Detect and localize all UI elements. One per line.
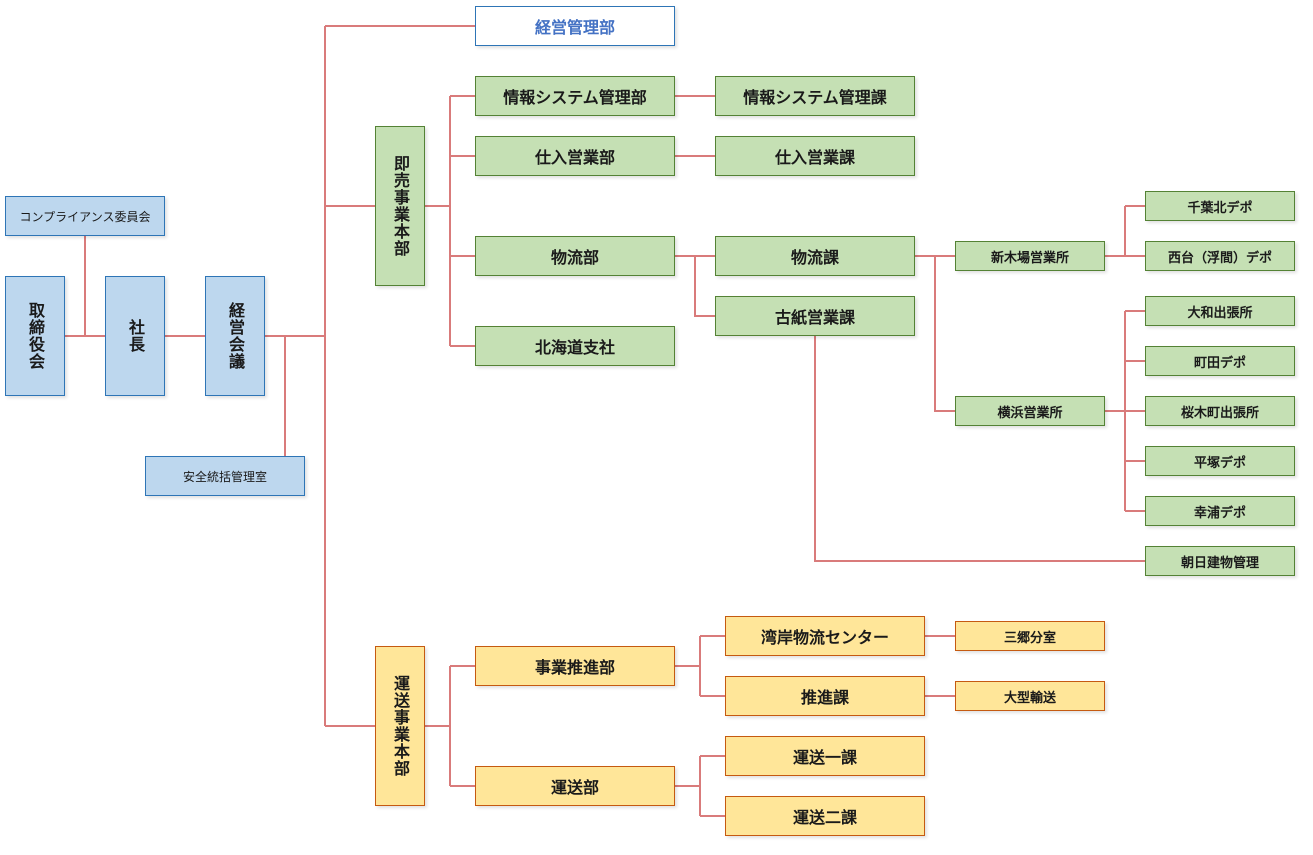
box-label: 大型輸送	[1003, 690, 1056, 706]
shinkiba-office-box[interactable]: 新木場営業所	[955, 241, 1105, 271]
management-dept-box[interactable]: 経営管理部	[475, 6, 675, 46]
board-box[interactable]: 取締役会	[5, 276, 65, 396]
president-box[interactable]: 社長	[105, 276, 165, 396]
box-label: 湾岸物流センター	[760, 628, 889, 647]
box-label: 北海道支社	[534, 338, 615, 357]
box-label: 千葉北デポ	[1187, 200, 1253, 216]
promotion-dept-box[interactable]: 事業推進部	[475, 646, 675, 686]
wangan-center-box[interactable]: 湾岸物流センター	[725, 616, 925, 656]
box-label: 即売事業本部	[391, 155, 410, 257]
asahi-building-box[interactable]: 朝日建物管理	[1145, 546, 1295, 576]
box-label: 経営管理部	[534, 18, 615, 37]
connector	[934, 256, 955, 412]
box-label: 取締役会	[26, 302, 45, 370]
box-label: 運送二課	[792, 808, 857, 827]
safety-office-box[interactable]: 安全統括管理室	[145, 456, 305, 496]
logistics-dept-box[interactable]: 物流部	[475, 236, 675, 276]
connector	[814, 336, 1145, 562]
box-label: 町田デポ	[1193, 355, 1246, 371]
box-label: 情報システム管理課	[743, 88, 887, 107]
info-sys-section-box[interactable]: 情報システム管理課	[715, 76, 915, 116]
box-label: 情報システム管理部	[503, 88, 647, 107]
box-label: 安全統括管理室	[182, 469, 267, 484]
purchasing-section-box[interactable]: 仕入営業課	[715, 136, 915, 176]
logistics-section-box[interactable]: 物流課	[715, 236, 915, 276]
box-label: 事業推進部	[534, 658, 615, 677]
yamato-office-box[interactable]: 大和出張所	[1145, 296, 1295, 326]
compliance-committee-box[interactable]: コンプライアンス委員会	[5, 196, 165, 236]
hokkaido-branch-box[interactable]: 北海道支社	[475, 326, 675, 366]
nishidai-depot-box[interactable]: 西台（浮間）デポ	[1145, 241, 1295, 271]
chibakita-depot-box[interactable]: 千葉北デポ	[1145, 191, 1295, 221]
management-council-box[interactable]: 経営会議	[205, 276, 265, 396]
box-label: 仕入営業部	[534, 148, 615, 167]
misato-branch-box[interactable]: 三郷分室	[955, 621, 1105, 651]
sales-division-box[interactable]: 即売事業本部	[375, 126, 425, 286]
box-label: 社長	[126, 319, 145, 353]
box-label: 運送一課	[792, 748, 857, 767]
purchasing-dept-box[interactable]: 仕入営業部	[475, 136, 675, 176]
promotion-section-box[interactable]: 推進課	[725, 676, 925, 716]
box-label: 運送部	[550, 778, 599, 797]
box-label: 仕入営業課	[774, 148, 855, 167]
sachiura-depot-box[interactable]: 幸浦デポ	[1145, 496, 1295, 526]
box-label: 西台（浮間）デポ	[1167, 250, 1272, 266]
transport-section1-box[interactable]: 運送一課	[725, 736, 925, 776]
box-label: 新木場営業所	[990, 250, 1069, 266]
box-label: 経営会議	[226, 302, 245, 370]
yokohama-office-box[interactable]: 横浜営業所	[955, 396, 1105, 426]
box-label: 三郷分室	[1003, 630, 1056, 646]
hiratsuka-depot-box[interactable]: 平塚デポ	[1145, 446, 1295, 476]
box-label: 横浜営業所	[997, 405, 1063, 421]
box-label: 古紙営業課	[774, 308, 855, 327]
box-label: 幸浦デポ	[1193, 505, 1246, 521]
paper-sales-section-box[interactable]: 古紙営業課	[715, 296, 915, 336]
large-transport-box[interactable]: 大型輸送	[955, 681, 1105, 711]
transport-dept-box[interactable]: 運送部	[475, 766, 675, 806]
transport-section2-box[interactable]: 運送二課	[725, 796, 925, 836]
box-label: 運送事業本部	[391, 675, 410, 777]
box-label: 平塚デポ	[1193, 455, 1246, 471]
box-label: 朝日建物管理	[1180, 555, 1259, 571]
box-label: 物流課	[790, 248, 839, 267]
box-label: コンプライアンス委員会	[19, 209, 151, 224]
machida-depot-box[interactable]: 町田デポ	[1145, 346, 1295, 376]
box-label: 大和出張所	[1187, 305, 1253, 321]
connector	[694, 256, 715, 317]
box-label: 桜木町出張所	[1180, 405, 1259, 421]
info-sys-dept-box[interactable]: 情報システム管理部	[475, 76, 675, 116]
box-label: 物流部	[550, 248, 599, 267]
sakuragicho-office-box[interactable]: 桜木町出張所	[1145, 396, 1295, 426]
box-label: 推進課	[800, 688, 849, 707]
transport-division-box[interactable]: 運送事業本部	[375, 646, 425, 806]
